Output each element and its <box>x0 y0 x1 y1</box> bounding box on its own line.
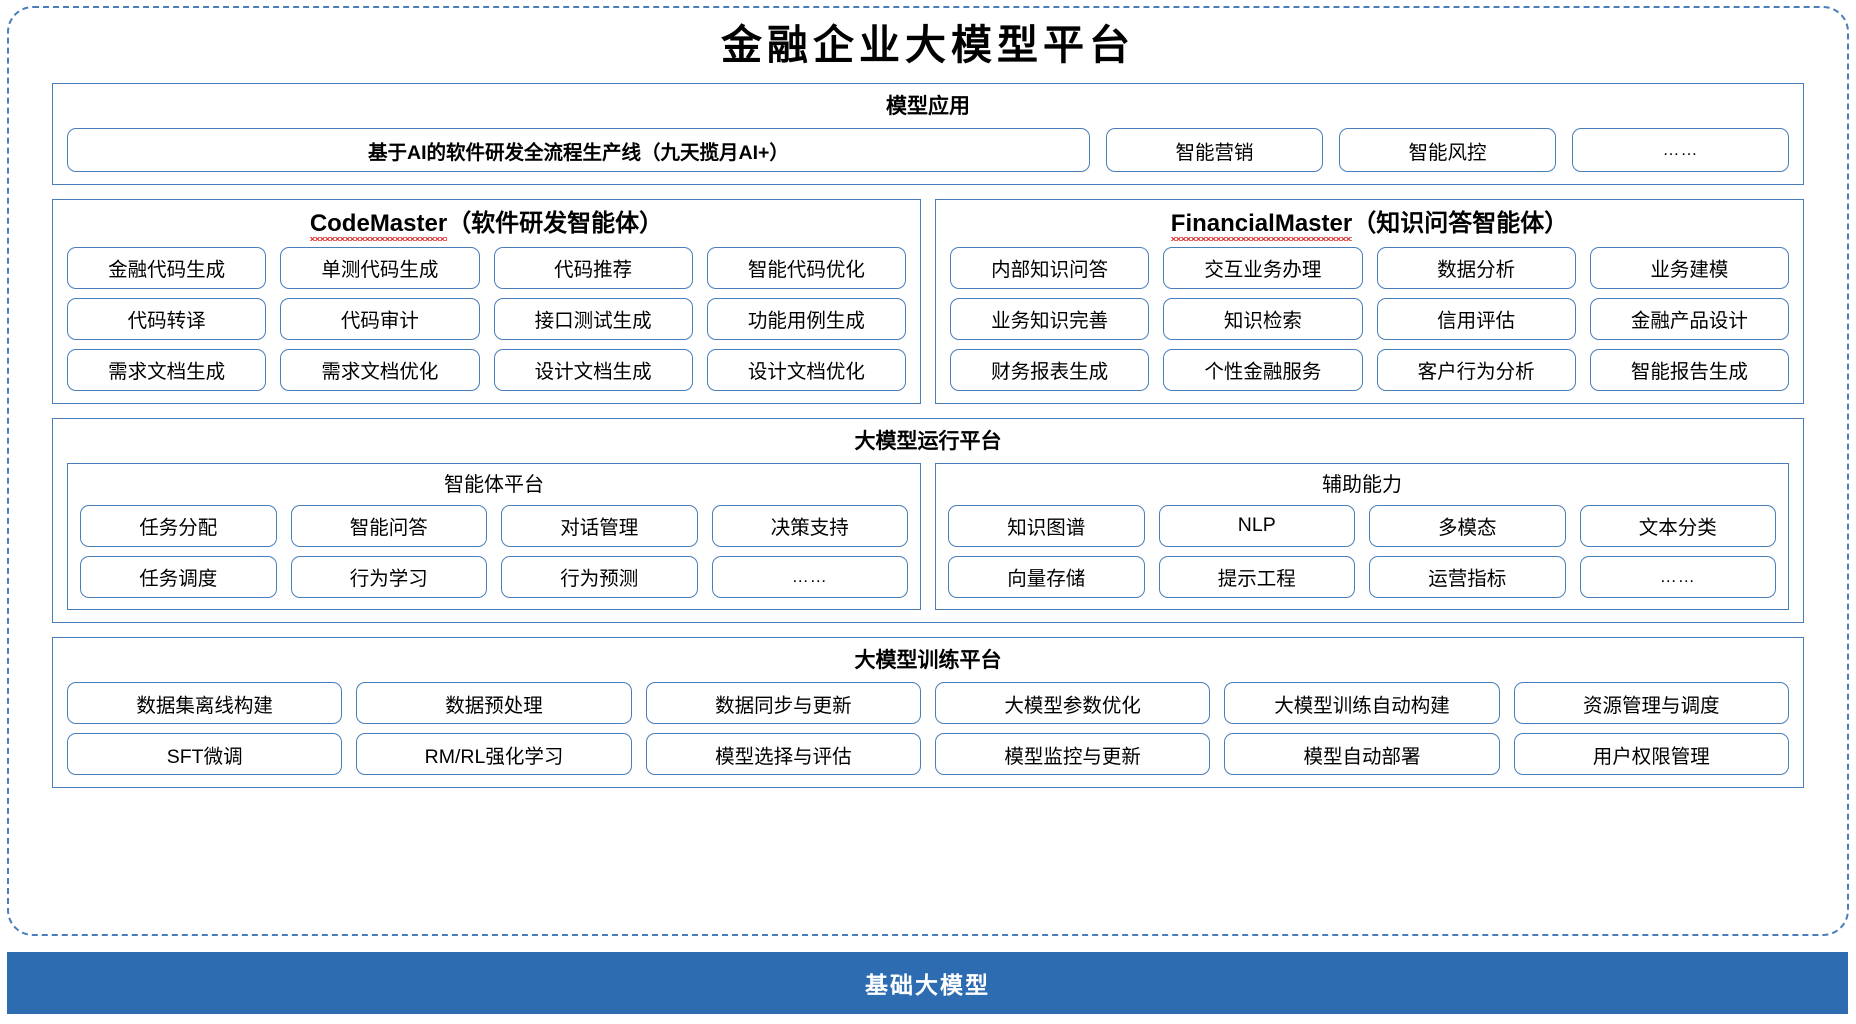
train-chip-user-permission[interactable]: 用户权限管理 <box>1513 733 1789 776</box>
auxiliary-chip-knowledge-graph[interactable]: 知识图谱 <box>948 504 1145 547</box>
codemaster-chip-code-recommend[interactable]: 代码推荐 <box>493 246 693 289</box>
codemaster-chip-feature-case-gen[interactable]: 功能用例生成 <box>706 297 906 340</box>
agent-subtitle-codemaster: （软件研发智能体） <box>447 210 664 238</box>
agent-platform-row-2: 任务调度 行为学习 行为预测 …… <box>80 555 908 598</box>
train-chip-param-optimization[interactable]: 大模型参数优化 <box>934 682 1211 725</box>
run-platform-section: 大模型运行平台 智能体平台 任务分配 智能问答 对话管理 决策支持 任务调度 行… <box>52 417 1804 623</box>
financialmaster-chip-business-modeling[interactable]: 业务建模 <box>1589 246 1789 289</box>
codemaster-chip-smart-code-optimize[interactable]: 智能代码优化 <box>706 246 906 289</box>
codemaster-chip-api-test-gen[interactable]: 接口测试生成 <box>493 297 693 340</box>
agent-platform-title: 智能体平台 <box>444 473 544 496</box>
agent-platform-chip-more[interactable]: …… <box>711 555 908 598</box>
auxiliary-row-1: 知识图谱 NLP 多模态 文本分类 <box>948 504 1776 547</box>
train-chip-data-preprocess[interactable]: 数据预处理 <box>356 682 632 725</box>
agent-platform-chip-decision-support[interactable]: 决策支持 <box>711 504 908 547</box>
auxiliary-chip-vector-store[interactable]: 向量存储 <box>948 555 1145 598</box>
train-chip-model-select-eval[interactable]: 模型选择与评估 <box>645 733 921 776</box>
financialmaster-chip-data-analysis[interactable]: 数据分析 <box>1376 246 1576 289</box>
codemaster-chip-unittest-code-gen[interactable]: 单测代码生成 <box>280 246 480 289</box>
agent-platform-panel: 智能体平台 任务分配 智能问答 对话管理 决策支持 任务调度 行为学习 行为预测… <box>67 462 921 610</box>
agent-platform-chip-smart-qa[interactable]: 智能问答 <box>290 504 487 547</box>
base-model-bar: 基础大模型 <box>7 952 1848 1014</box>
train-platform-section: 大模型训练平台 数据集离线构建 数据预处理 数据同步与更新 大模型参数优化 大模… <box>52 636 1804 789</box>
financialmaster-chip-financial-product-design[interactable]: 金融产品设计 <box>1589 297 1789 340</box>
financialmaster-row-2: 业务知识完善 知识检索 信用评估 金融产品设计 <box>950 297 1789 340</box>
financialmaster-chip-financial-report-gen[interactable]: 财务报表生成 <box>950 348 1150 391</box>
codemaster-row-3: 需求文档生成 需求文档优化 设计文档生成 设计文档优化 <box>67 348 906 391</box>
platform-content: 金融企业大模型平台 模型应用 基于AI的软件研发全流程生产线（九天揽月AI+） … <box>52 21 1804 912</box>
train-platform-row-2: SFT微调 RM/RL强化学习 模型选择与评估 模型监控与更新 模型自动部署 用… <box>67 733 1789 776</box>
app-item-smart-risk-control[interactable]: 智能风控 <box>1339 128 1556 173</box>
auxiliary-chip-nlp[interactable]: NLP <box>1158 504 1355 547</box>
financialmaster-chip-interactive-business[interactable]: 交互业务办理 <box>1163 246 1363 289</box>
codemaster-chip-design-doc-optimize[interactable]: 设计文档优化 <box>706 348 906 391</box>
codemaster-row-1: 金融代码生成 单测代码生成 代码推荐 智能代码优化 <box>67 246 906 289</box>
auxiliary-capability-title: 辅助能力 <box>1322 473 1402 496</box>
app-item-more[interactable]: …… <box>1572 128 1789 173</box>
agent-name-codemaster: CodeMaster <box>309 210 448 241</box>
train-chip-dataset-offline-build[interactable]: 数据集离线构建 <box>67 682 343 725</box>
auxiliary-chip-prompt-engineering[interactable]: 提示工程 <box>1158 555 1355 598</box>
agent-subtitle-financialmaster: （知识问答智能体） <box>1352 210 1569 238</box>
train-platform-row-1: 数据集离线构建 数据预处理 数据同步与更新 大模型参数优化 大模型训练自动构建 … <box>67 682 1789 725</box>
financialmaster-chip-knowledge-retrieval[interactable]: 知识检索 <box>1163 297 1363 340</box>
codemaster-chip-code-transpile[interactable]: 代码转译 <box>67 297 267 340</box>
auxiliary-chip-more[interactable]: …… <box>1579 555 1776 598</box>
auxiliary-chip-text-classification[interactable]: 文本分类 <box>1579 504 1776 547</box>
train-chip-sft-finetune[interactable]: SFT微调 <box>67 733 343 776</box>
financialmaster-chip-business-knowledge-improve[interactable]: 业务知识完善 <box>950 297 1150 340</box>
train-chip-model-monitor-update[interactable]: 模型监控与更新 <box>934 733 1211 776</box>
auxiliary-chip-operation-metrics[interactable]: 运营指标 <box>1369 555 1566 598</box>
agent-panel-financialmaster: FinancialMaster（知识问答智能体） 内部知识问答 交互业务办理 数… <box>935 199 1804 404</box>
model-application-section: 模型应用 基于AI的软件研发全流程生产线（九天揽月AI+） 智能营销 智能风控 … <box>52 83 1804 186</box>
train-chip-model-auto-deploy[interactable]: 模型自动部署 <box>1224 733 1500 776</box>
financialmaster-chip-personalized-service[interactable]: 个性金融服务 <box>1163 348 1363 391</box>
codemaster-chip-design-doc-gen[interactable]: 设计文档生成 <box>493 348 693 391</box>
agent-platform-row-1: 任务分配 智能问答 对话管理 决策支持 <box>80 504 908 547</box>
agent-platform-chip-behavior-prediction[interactable]: 行为预测 <box>501 555 698 598</box>
financialmaster-chip-smart-report-gen[interactable]: 智能报告生成 <box>1589 348 1789 391</box>
run-platform-heading: 大模型运行平台 <box>854 429 1002 453</box>
codemaster-chip-requirement-doc-optimize[interactable]: 需求文档优化 <box>280 348 480 391</box>
codemaster-chip-finance-code-gen[interactable]: 金融代码生成 <box>67 246 267 289</box>
agent-platform-chip-task-allocation[interactable]: 任务分配 <box>80 504 277 547</box>
codemaster-chip-requirement-doc-gen[interactable]: 需求文档生成 <box>67 348 267 391</box>
model-application-heading: 模型应用 <box>886 95 970 119</box>
page-title: 金融企业大模型平台 <box>721 21 1135 69</box>
financialmaster-chip-customer-behavior-analysis[interactable]: 客户行为分析 <box>1376 348 1576 391</box>
train-chip-auto-training-build[interactable]: 大模型训练自动构建 <box>1224 682 1500 725</box>
auxiliary-chip-multimodal[interactable]: 多模态 <box>1369 504 1566 547</box>
agent-name-financialmaster: FinancialMaster <box>1170 210 1353 241</box>
codemaster-chip-code-audit[interactable]: 代码审计 <box>280 297 480 340</box>
financialmaster-chip-internal-knowledge-qa[interactable]: 内部知识问答 <box>950 246 1150 289</box>
agent-platform-chip-dialog-management[interactable]: 对话管理 <box>501 504 698 547</box>
financialmaster-row-3: 财务报表生成 个性金融服务 客户行为分析 智能报告生成 <box>950 348 1789 391</box>
agent-platform-chip-behavior-learning[interactable]: 行为学习 <box>290 555 487 598</box>
agent-panel-codemaster: CodeMaster（软件研发智能体） 金融代码生成 单测代码生成 代码推荐 智… <box>52 199 921 404</box>
financialmaster-row-1: 内部知识问答 交互业务办理 数据分析 业务建模 <box>950 246 1789 289</box>
train-platform-heading: 大模型训练平台 <box>854 648 1002 672</box>
auxiliary-capability-panel: 辅助能力 知识图谱 NLP 多模态 文本分类 向量存储 提示工程 运营指标 …… <box>935 462 1789 610</box>
codemaster-row-2: 代码转译 代码审计 接口测试生成 功能用例生成 <box>67 297 906 340</box>
auxiliary-row-2: 向量存储 提示工程 运营指标 …… <box>948 555 1776 598</box>
agents-row: CodeMaster（软件研发智能体） 金融代码生成 单测代码生成 代码推荐 智… <box>52 199 1804 404</box>
run-platform-panels: 智能体平台 任务分配 智能问答 对话管理 决策支持 任务调度 行为学习 行为预测… <box>67 462 1789 610</box>
train-chip-rm-rl[interactable]: RM/RL强化学习 <box>356 733 632 776</box>
base-model-label: 基础大模型 <box>865 972 990 998</box>
agent-title-codemaster: CodeMaster（软件研发智能体） <box>67 210 906 241</box>
app-item-smart-marketing[interactable]: 智能营销 <box>1106 128 1323 173</box>
agent-platform-chip-task-scheduling[interactable]: 任务调度 <box>80 555 277 598</box>
train-chip-data-sync-update[interactable]: 数据同步与更新 <box>645 682 921 725</box>
financialmaster-chip-credit-assessment[interactable]: 信用评估 <box>1376 297 1576 340</box>
train-chip-resource-management[interactable]: 资源管理与调度 <box>1513 682 1789 725</box>
app-item-production-line[interactable]: 基于AI的软件研发全流程生产线（九天揽月AI+） <box>67 128 1090 173</box>
agent-title-financialmaster: FinancialMaster（知识问答智能体） <box>950 210 1789 241</box>
model-application-items: 基于AI的软件研发全流程生产线（九天揽月AI+） 智能营销 智能风控 …… <box>67 128 1789 173</box>
